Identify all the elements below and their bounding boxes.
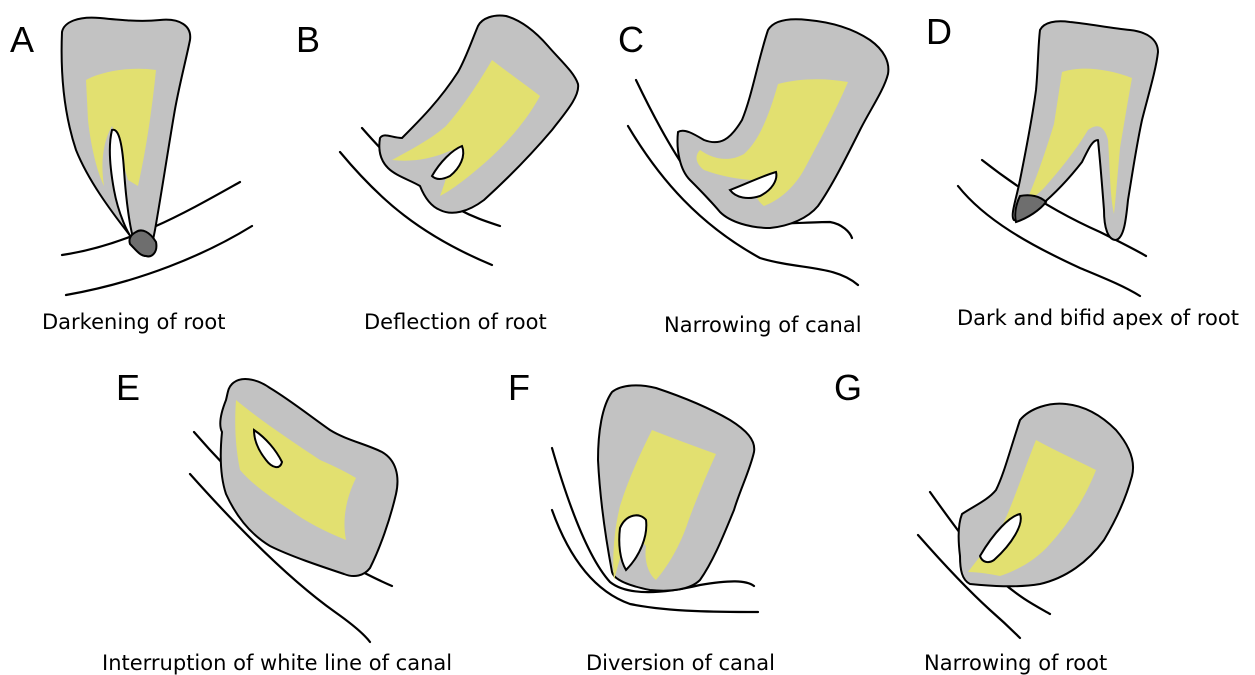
panel-g-tooth: [959, 404, 1133, 587]
panel-g-caption: Narrowing of root: [924, 653, 1107, 674]
